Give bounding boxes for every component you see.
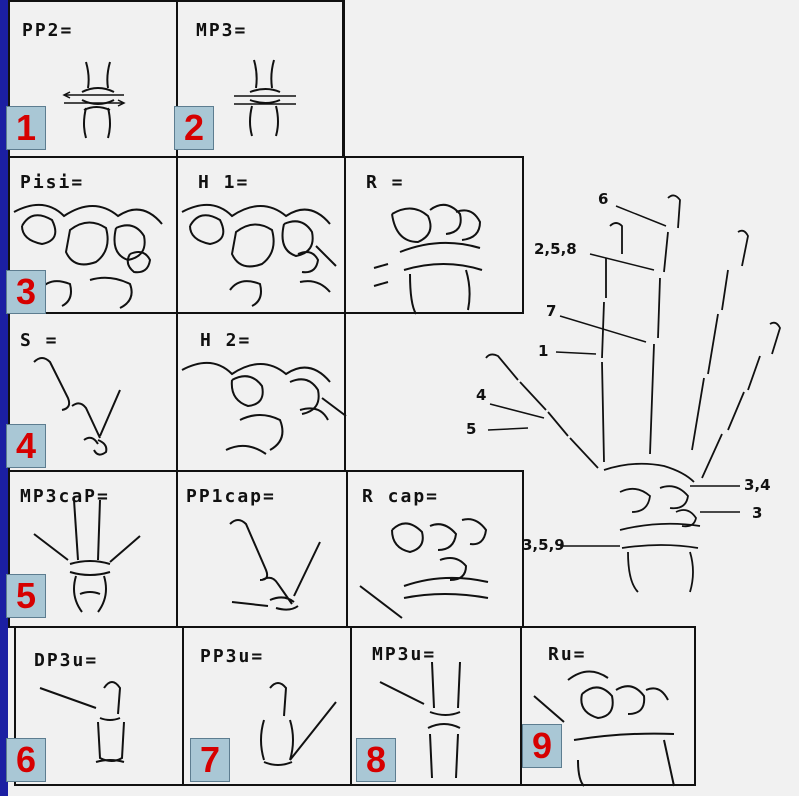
hand-label-3-4: 3,4: [744, 476, 771, 494]
number-badge-6: 6: [6, 738, 46, 782]
number-badge-5: 5: [6, 574, 46, 618]
number-badge-3: 3: [6, 270, 46, 314]
number-badge-4: 4: [6, 424, 46, 468]
hand-label-4: 4: [476, 386, 486, 404]
number-badge-1: 1: [6, 106, 46, 150]
hand-label-6: 6: [598, 190, 608, 208]
hand-label-5: 5: [466, 420, 476, 438]
hand-label-3-5-9: 3,5,9: [522, 536, 565, 554]
hand-label-2-5-8: 2,5,8: [534, 240, 577, 258]
number-badge-9: 9: [522, 724, 562, 768]
hand-label-1: 1: [538, 342, 548, 360]
number-badge-7: 7: [190, 738, 230, 782]
number-badge-2: 2: [174, 106, 214, 150]
number-badge-8: 8: [356, 738, 396, 782]
hand-label-7: 7: [546, 302, 556, 320]
hand-label-3: 3: [752, 504, 762, 522]
